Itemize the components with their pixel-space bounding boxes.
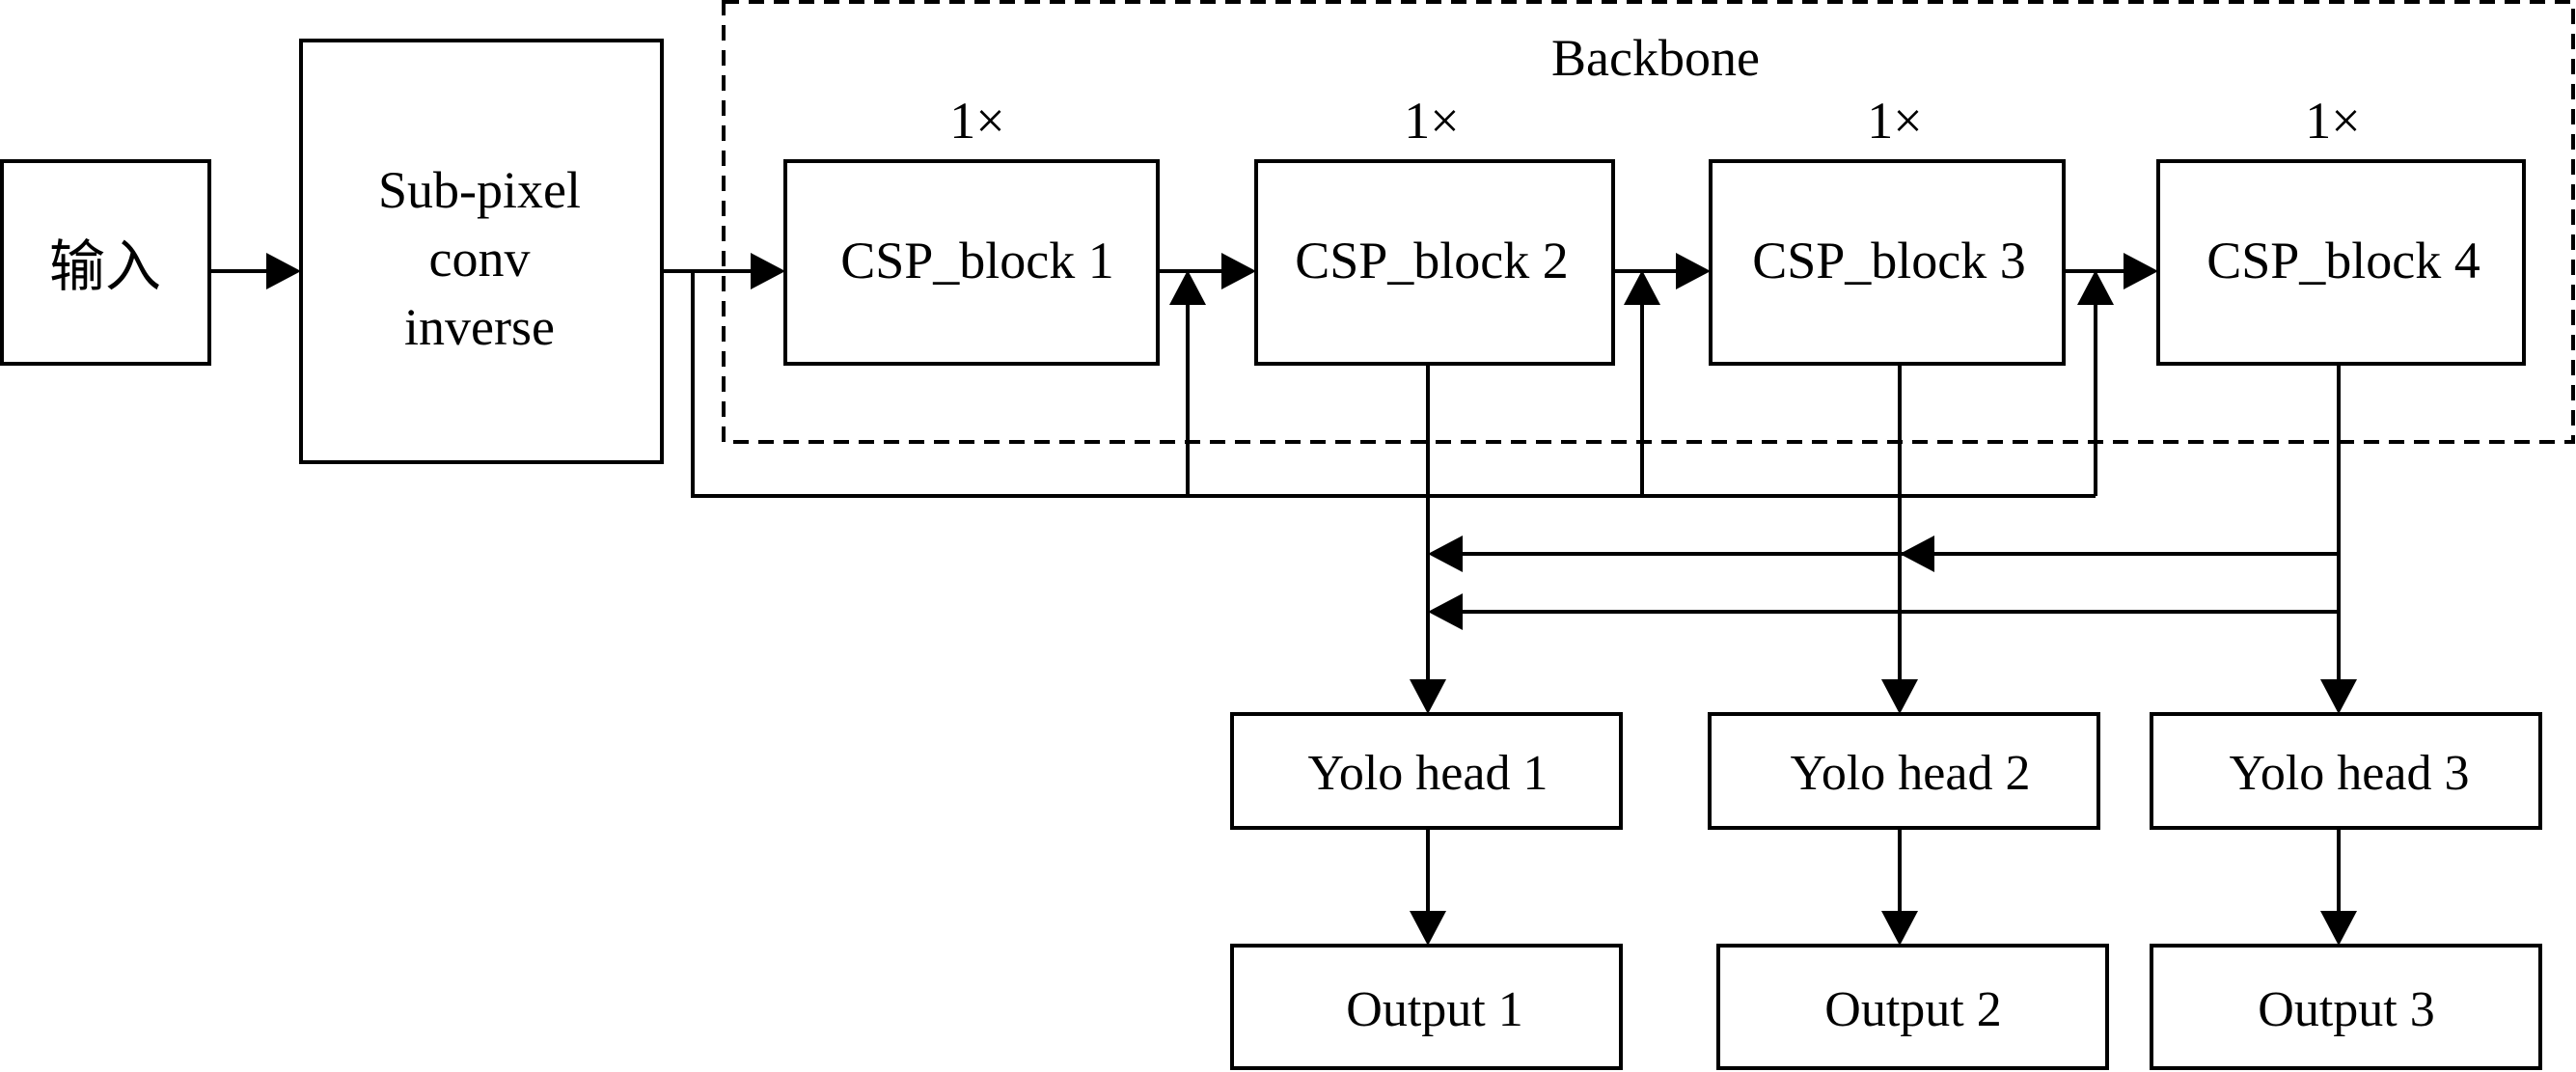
- csp-block-3-box: [1709, 159, 2066, 366]
- yolo-head-2-label: Yolo head 2: [1791, 746, 2031, 801]
- arrowhead-subpixel: [266, 253, 301, 289]
- subpixel-label-line-3: inverse: [404, 298, 555, 356]
- csp-block-2-label: CSP_block 2: [1295, 232, 1569, 289]
- subpixel-label-line-2: conv: [429, 230, 531, 288]
- output-3-box: [2150, 944, 2542, 1070]
- repeat-label-2: 1×: [1404, 92, 1459, 150]
- csp-block-3-label: CSP_block 3: [1752, 232, 2026, 289]
- arrowhead-csp2: [1221, 253, 1256, 289]
- arrowhead-csp3: [1676, 253, 1711, 289]
- arrowhead-csp1: [751, 253, 785, 289]
- subpixel-conv-inverse-box: [299, 39, 664, 464]
- csp-block-4-box: [2156, 159, 2526, 366]
- yolo-head-1-label: Yolo head 1: [1308, 746, 1548, 801]
- input-box: [0, 159, 211, 366]
- arrowhead-yolo2: [1881, 679, 1918, 714]
- yolo-head-2-box: [1708, 712, 2100, 830]
- arrowhead-feedback-upper-1: [1428, 536, 1463, 572]
- arrowhead-skip-3: [2077, 270, 2114, 305]
- arrowhead-yolo3: [2320, 679, 2357, 714]
- arrowhead-csp4: [2124, 253, 2158, 289]
- skip-connection-bus: [691, 271, 2096, 498]
- yolo-head-3-label: Yolo head 3: [2230, 746, 2470, 801]
- backbone-region: [722, 0, 2575, 444]
- repeat-label-4: 1×: [2305, 92, 2360, 150]
- repeat-label-1: 1×: [949, 92, 1004, 150]
- arrowhead-yolo1: [1410, 679, 1446, 714]
- arrowhead-feedback-upper-2: [1900, 536, 1934, 572]
- csp-block-1-box: [783, 159, 1160, 366]
- output-1-box: [1230, 944, 1623, 1070]
- repeat-label-3: 1×: [1867, 92, 1922, 150]
- output-2-box: [1716, 944, 2109, 1070]
- output-1-label: Output 1: [1346, 982, 1522, 1037]
- arrowhead-output2: [1881, 911, 1918, 946]
- yolo-head-3-box: [2150, 712, 2542, 830]
- arrowhead-output3: [2320, 911, 2357, 946]
- yolo-head-1-box: [1230, 712, 1623, 830]
- csp-block-2-box: [1254, 159, 1615, 366]
- arrowhead-output1: [1410, 911, 1446, 946]
- input-label: 输入: [49, 234, 161, 299]
- subpixel-label-line-1: Sub-pixel: [378, 161, 581, 219]
- csp-block-1-label: CSP_block 1: [840, 232, 1114, 289]
- csp-block-4-label: CSP_block 4: [2206, 232, 2480, 289]
- arrowhead-skip-1: [1169, 270, 1206, 305]
- output-2-label: Output 2: [1824, 982, 2001, 1037]
- output-3-label: Output 3: [2258, 982, 2434, 1037]
- arrowhead-feedback-lower: [1428, 593, 1463, 630]
- arrowhead-skip-2: [1624, 270, 1660, 305]
- backbone-label: Backbone: [1551, 29, 1760, 87]
